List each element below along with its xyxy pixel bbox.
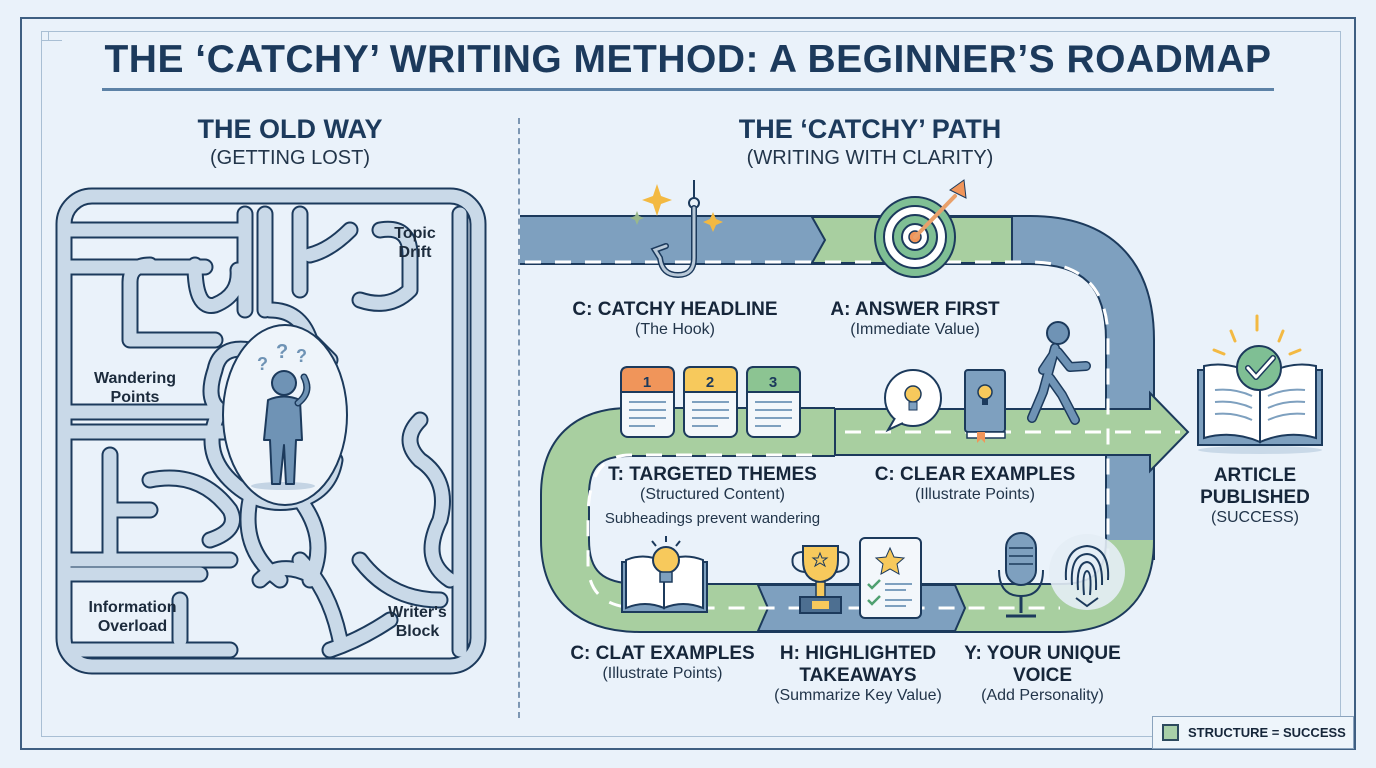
maze-label-writers-block: Writer's Block	[375, 603, 460, 641]
maze-label-line: Overload	[97, 618, 168, 636]
maze-label-line: Block	[395, 623, 440, 641]
step-title: T: TARGETED THEMES	[608, 464, 817, 485]
step-your-unique-voice: Y: YOUR UNIQUE VOICE (Add Personality)	[955, 643, 1130, 705]
open-book-lightbulb-icon	[621, 536, 708, 613]
result-title: ARTICLE	[1213, 465, 1297, 486]
legend: STRUCTURE = SUCCESS	[1152, 716, 1354, 749]
step-title: VOICE	[1012, 664, 1073, 686]
maze-label-line: Wandering	[93, 370, 177, 387]
step-title: C: CLEAR EXAMPLES	[874, 464, 1076, 485]
step-highlighted-takeaways: H: HIGHLIGHTED TAKEAWAYS (Summarize Key …	[758, 643, 958, 705]
step-targeted-themes: T: TARGETED THEMES (Structured Content) …	[580, 464, 845, 527]
step-description: (Summarize Key Value)	[774, 686, 942, 704]
step-clear-examples: C: CLEAR EXAMPLES (Illustrate Points)	[860, 464, 1090, 504]
numbered-cards-icon: 1 2 3	[620, 366, 801, 438]
maze-label-line: Topic	[394, 225, 436, 242]
step-title: C: CLAT EXAMPLES	[570, 643, 755, 664]
maze-icon	[55, 187, 487, 675]
inner-frame	[41, 31, 1341, 737]
step-title: TAKEAWAYS	[799, 664, 917, 686]
svg-text:?: ?	[276, 341, 288, 363]
svg-text:2: 2	[706, 374, 714, 391]
maze-label-line: Writer's	[388, 604, 447, 621]
step-description: (Add Personality)	[981, 686, 1104, 704]
lightbulb-book-icon	[884, 369, 1006, 443]
published-book-check-icon	[1197, 314, 1323, 454]
catchy-path-header: THE ‘CATCHY’ PATH (WRITING WITH CLARITY)	[620, 114, 1120, 170]
step-title: Y: YOUR UNIQUE	[964, 643, 1121, 664]
maze-label-line: Information	[88, 599, 177, 616]
step-title: A: ANSWER FIRST	[830, 299, 1000, 320]
old-way-subheading: (GETTING LOST)	[210, 147, 370, 169]
catchy-path-subheading: (WRITING WITH CLARITY)	[746, 147, 994, 169]
target-arrow-icon	[874, 179, 967, 278]
svg-text:3: 3	[769, 374, 777, 391]
outer-frame	[20, 17, 1356, 750]
walking-person-icon	[1027, 321, 1091, 425]
svg-text:1: 1	[643, 374, 651, 391]
page-title: THE ‘CATCHY’ WRITING METHOD: A BEGINNER’…	[104, 38, 1272, 81]
step-answer-first: A: ANSWER FIRST (Immediate Value)	[800, 299, 1030, 339]
maze-label-information-overload: Information Overload	[75, 598, 190, 636]
step-description: (Illustrate Points)	[602, 664, 723, 682]
step-title: H: HIGHLIGHTED	[779, 643, 937, 664]
legend-swatch	[1162, 724, 1179, 741]
section-divider	[518, 118, 520, 718]
title-underline	[102, 88, 1274, 91]
old-way-heading: THE OLD WAY	[197, 114, 383, 144]
step-description: (The Hook)	[634, 320, 716, 338]
confused-person-icon: ? ? ?	[251, 341, 315, 490]
result-title: PUBLISHED	[1200, 486, 1310, 508]
frame-corner-tick	[41, 40, 62, 41]
legend-label: STRUCTURE = SUCCESS	[1188, 725, 1346, 740]
trophy-checklist-icon	[791, 537, 922, 619]
old-way-header: THE OLD WAY (GETTING LOST)	[40, 114, 540, 170]
step-note: Subheadings prevent wandering	[604, 510, 821, 528]
maze-label-line: Drift	[398, 244, 432, 262]
result-description: (SUCCESS)	[1210, 508, 1299, 526]
step-description: (Illustrate Points)	[914, 485, 1036, 503]
maze-label-wandering-points: Wandering Points	[80, 369, 190, 407]
frame-corner-tick	[48, 31, 49, 41]
roadmap-path	[520, 215, 1190, 633]
fishing-hook-icon	[630, 180, 723, 279]
svg-text:?: ?	[257, 354, 268, 374]
step-catchy-headline: C: CATCHY HEADLINE (The Hook)	[560, 299, 790, 339]
step-description: (Structured Content)	[640, 485, 785, 503]
step-title: C: CATCHY HEADLINE	[572, 299, 778, 320]
step-clat-examples: C: CLAT EXAMPLES (Illustrate Points)	[560, 643, 765, 683]
catchy-path-heading: THE ‘CATCHY’ PATH	[738, 114, 1002, 144]
maze-label-topic-drift: Topic Drift	[375, 224, 455, 262]
step-description: (Immediate Value)	[850, 320, 980, 338]
result-article-published: ARTICLE PUBLISHED (SUCCESS)	[1190, 465, 1320, 527]
svg-text:?: ?	[296, 346, 307, 366]
microphone-fingerprint-icon	[998, 532, 1125, 618]
maze-label-line: Points	[110, 389, 160, 407]
